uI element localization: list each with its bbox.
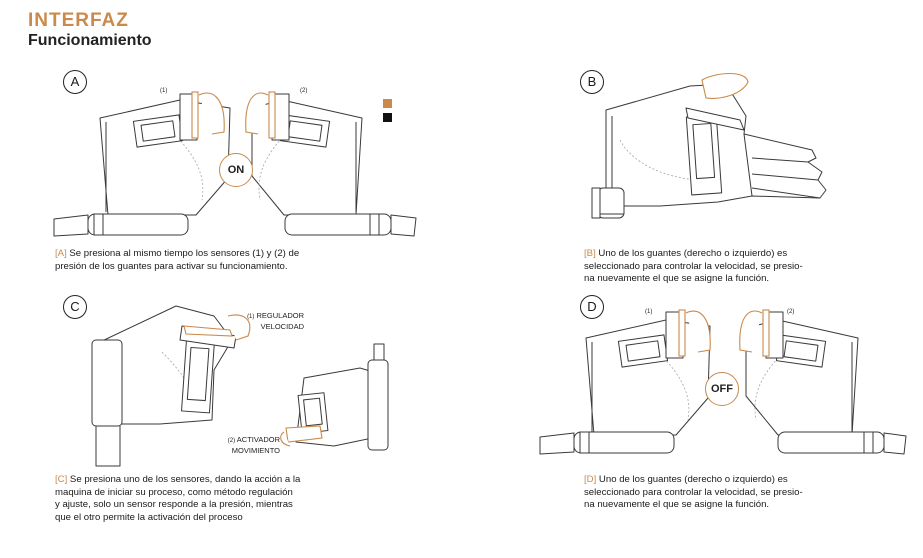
panel-a-on-indicator: ON xyxy=(219,153,253,187)
panel-a-caption-line-2: presión de los guantes para activar su f… xyxy=(55,261,288,272)
panel-d-off-indicator: OFF xyxy=(705,372,739,406)
panel-b-caption-line-1: Uno de los guantes (derecho o izquierdo)… xyxy=(596,248,787,259)
panel-c-label-regulador: (1) REGULADOR VELOCIDAD xyxy=(234,311,304,331)
panel-b-glove xyxy=(592,74,826,219)
panel-b-badge: B xyxy=(580,70,604,94)
panel-c-badge: C xyxy=(63,295,87,319)
panel-d-sensor-left-label: (1) xyxy=(645,309,652,315)
panel-a-sensor-left-label: (1) xyxy=(160,88,167,94)
panel-c-glove-two xyxy=(281,344,388,450)
panel-a-left-glove xyxy=(54,92,230,236)
panel-d-caption-line-3: na nuevamente el que se asigne la funció… xyxy=(584,499,769,510)
panel-b-caption-tag: [B] xyxy=(584,248,596,259)
panel-b-caption-line-2: seleccionado para controlar la velocidad… xyxy=(584,261,803,272)
panel-b-caption: [B] Uno de los guantes (derecho o izquie… xyxy=(584,248,803,286)
panel-a-caption-line-1: Se presiona al mismo tiempo los sensores… xyxy=(67,248,299,259)
panel-a-caption: [A] Se presiona al mismo tiempo los sens… xyxy=(55,248,299,273)
panel-d-right-glove xyxy=(740,310,906,454)
panel-d-caption-line-2: seleccionado para controlar la velocidad… xyxy=(584,487,803,498)
panel-a-sensor-right-label: (2) xyxy=(300,88,307,94)
panel-a-caption-tag: [A] xyxy=(55,248,67,259)
panel-d-caption-line-1: Uno de los guantes (derecho o izquierdo)… xyxy=(596,474,787,485)
panel-d-caption: [D] Uno de los guantes (derecho o izquie… xyxy=(584,474,803,512)
panel-a-right-glove xyxy=(246,92,416,236)
panel-c-caption-tag: [C] xyxy=(55,474,67,485)
panel-c-caption: [C] Se presiona uno de los sensores, dan… xyxy=(55,474,300,524)
panel-c-caption-line-3: y ajuste, solo un sensor responde a la p… xyxy=(55,499,293,510)
panel-c-caption-line-2: maquina de iniciar su proceso, como méto… xyxy=(55,487,293,498)
panel-d-left-glove xyxy=(540,310,710,454)
panel-c-label-activador: (2) ACTIVADOR MOVIMIENTO xyxy=(208,435,280,455)
panel-d-sensor-right-label: (2) xyxy=(787,309,794,315)
panel-a-badge: A xyxy=(63,70,87,94)
panel-c-label-2-line-1: ACTIVADOR xyxy=(235,435,280,444)
panel-c-label-1-line-1: REGULADOR xyxy=(254,311,304,320)
panel-d-caption-tag: [D] xyxy=(584,474,596,485)
panel-c-label-2-line-2: MOVIMIENTO xyxy=(232,446,280,455)
panel-b-caption-line-3: na nuevamente el que se asigne la funció… xyxy=(584,273,769,284)
panel-d-badge: D xyxy=(580,295,604,319)
panel-c-label-1-line-2: VELOCIDAD xyxy=(261,322,304,331)
panel-c-caption-line-1: Se presiona uno de los sensores, dando l… xyxy=(67,474,300,485)
panel-c-caption-line-4: que el otro permite la activación del pr… xyxy=(55,512,243,523)
